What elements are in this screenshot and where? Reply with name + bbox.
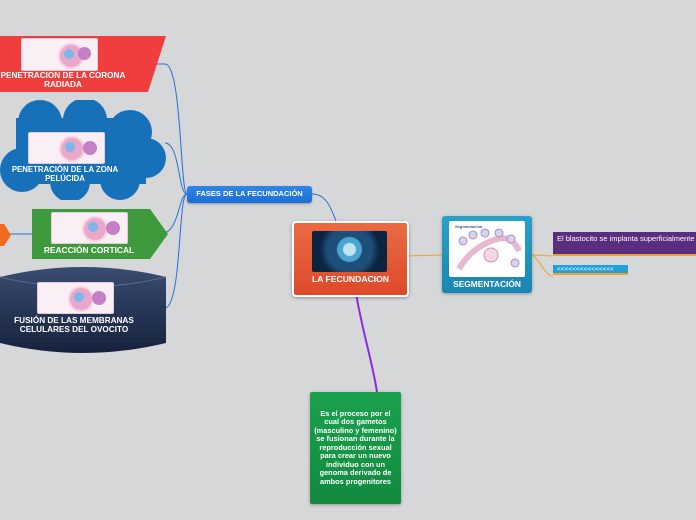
corona-image (21, 38, 98, 71)
link-zona (164, 142, 188, 195)
segmentation-image-title: Segmentación (455, 224, 483, 229)
link-arrows (531, 254, 554, 277)
link-blasto (531, 254, 554, 257)
segmentacion-label: SEGMENTACIÓN (453, 279, 521, 289)
segmentacion-node[interactable]: Segmentación SEGMENTACIÓN (442, 216, 532, 293)
central-node[interactable]: LA FECUNDACION (292, 221, 409, 297)
definition-node[interactable]: Es el proceso por el cual dos gametos (m… (310, 392, 401, 504)
link-seg (404, 254, 443, 257)
phase-label[interactable]: FUSIÓN DE LAS MEMBRANAS CELULARES DEL OV… (14, 316, 134, 335)
fases-node[interactable]: FASES DE LA FECUNDACIÓN (187, 186, 312, 203)
zona-image (28, 132, 105, 164)
central-label: LA FECUNDACION (311, 274, 390, 284)
sperm-egg-image (312, 231, 387, 272)
segmentation-image: Segmentación (449, 221, 525, 277)
phase-label[interactable]: PENETRACION DE LA CORONA RADIADA (0, 71, 126, 90)
blastocito-note[interactable]: El blastocito se implanta superficialmen… (553, 232, 696, 256)
fases-label: FASES DE LA FECUNDACIÓN (196, 189, 303, 199)
definition-text: Es el proceso por el cual dos gametos (m… (314, 408, 397, 486)
arrows-note[interactable]: <<<<<<<<<<<<<<< (553, 265, 628, 275)
orange-arrow-icon (0, 224, 11, 246)
fusion-image (37, 282, 114, 314)
cortical-image (51, 212, 128, 244)
link-fusion (165, 193, 188, 309)
link-definition (355, 292, 378, 393)
segmentation-drawing (456, 228, 522, 271)
phase-label[interactable]: PENETRACIÓN DE LA ZONA PELÚCIDA (11, 165, 119, 183)
link-corona (150, 63, 188, 195)
phase-label[interactable]: REACCIÓN CORTICAL (43, 245, 135, 255)
link-fases-central (311, 193, 337, 222)
